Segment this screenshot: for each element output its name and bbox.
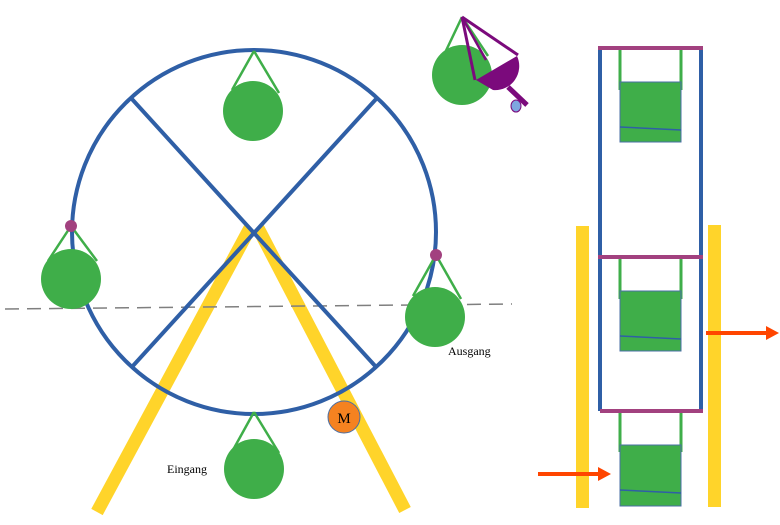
gondola-left — [41, 220, 101, 309]
motor: M — [327, 400, 361, 434]
side-view-posts — [576, 225, 721, 508]
pivot-dot — [65, 220, 77, 232]
gondola-right — [405, 249, 465, 347]
entrance-label: Eingang — [167, 462, 207, 476]
side-view-frame — [598, 46, 703, 413]
counterweight — [510, 99, 522, 113]
exit-label: Ausgang — [448, 344, 491, 358]
pivot-dot — [430, 249, 442, 261]
entry-arrow-icon — [538, 467, 611, 481]
side-gondola-2 — [618, 259, 683, 352]
gondola-bottom — [224, 411, 284, 499]
motor-label: M — [337, 411, 350, 427]
gondola-top — [223, 50, 283, 141]
tilted-gondola-illustration — [432, 15, 529, 113]
exit-arrow-icon — [706, 326, 779, 340]
side-gondola-3 — [618, 413, 683, 507]
side-gondola-1 — [618, 50, 683, 143]
support-frame — [91, 224, 411, 516]
